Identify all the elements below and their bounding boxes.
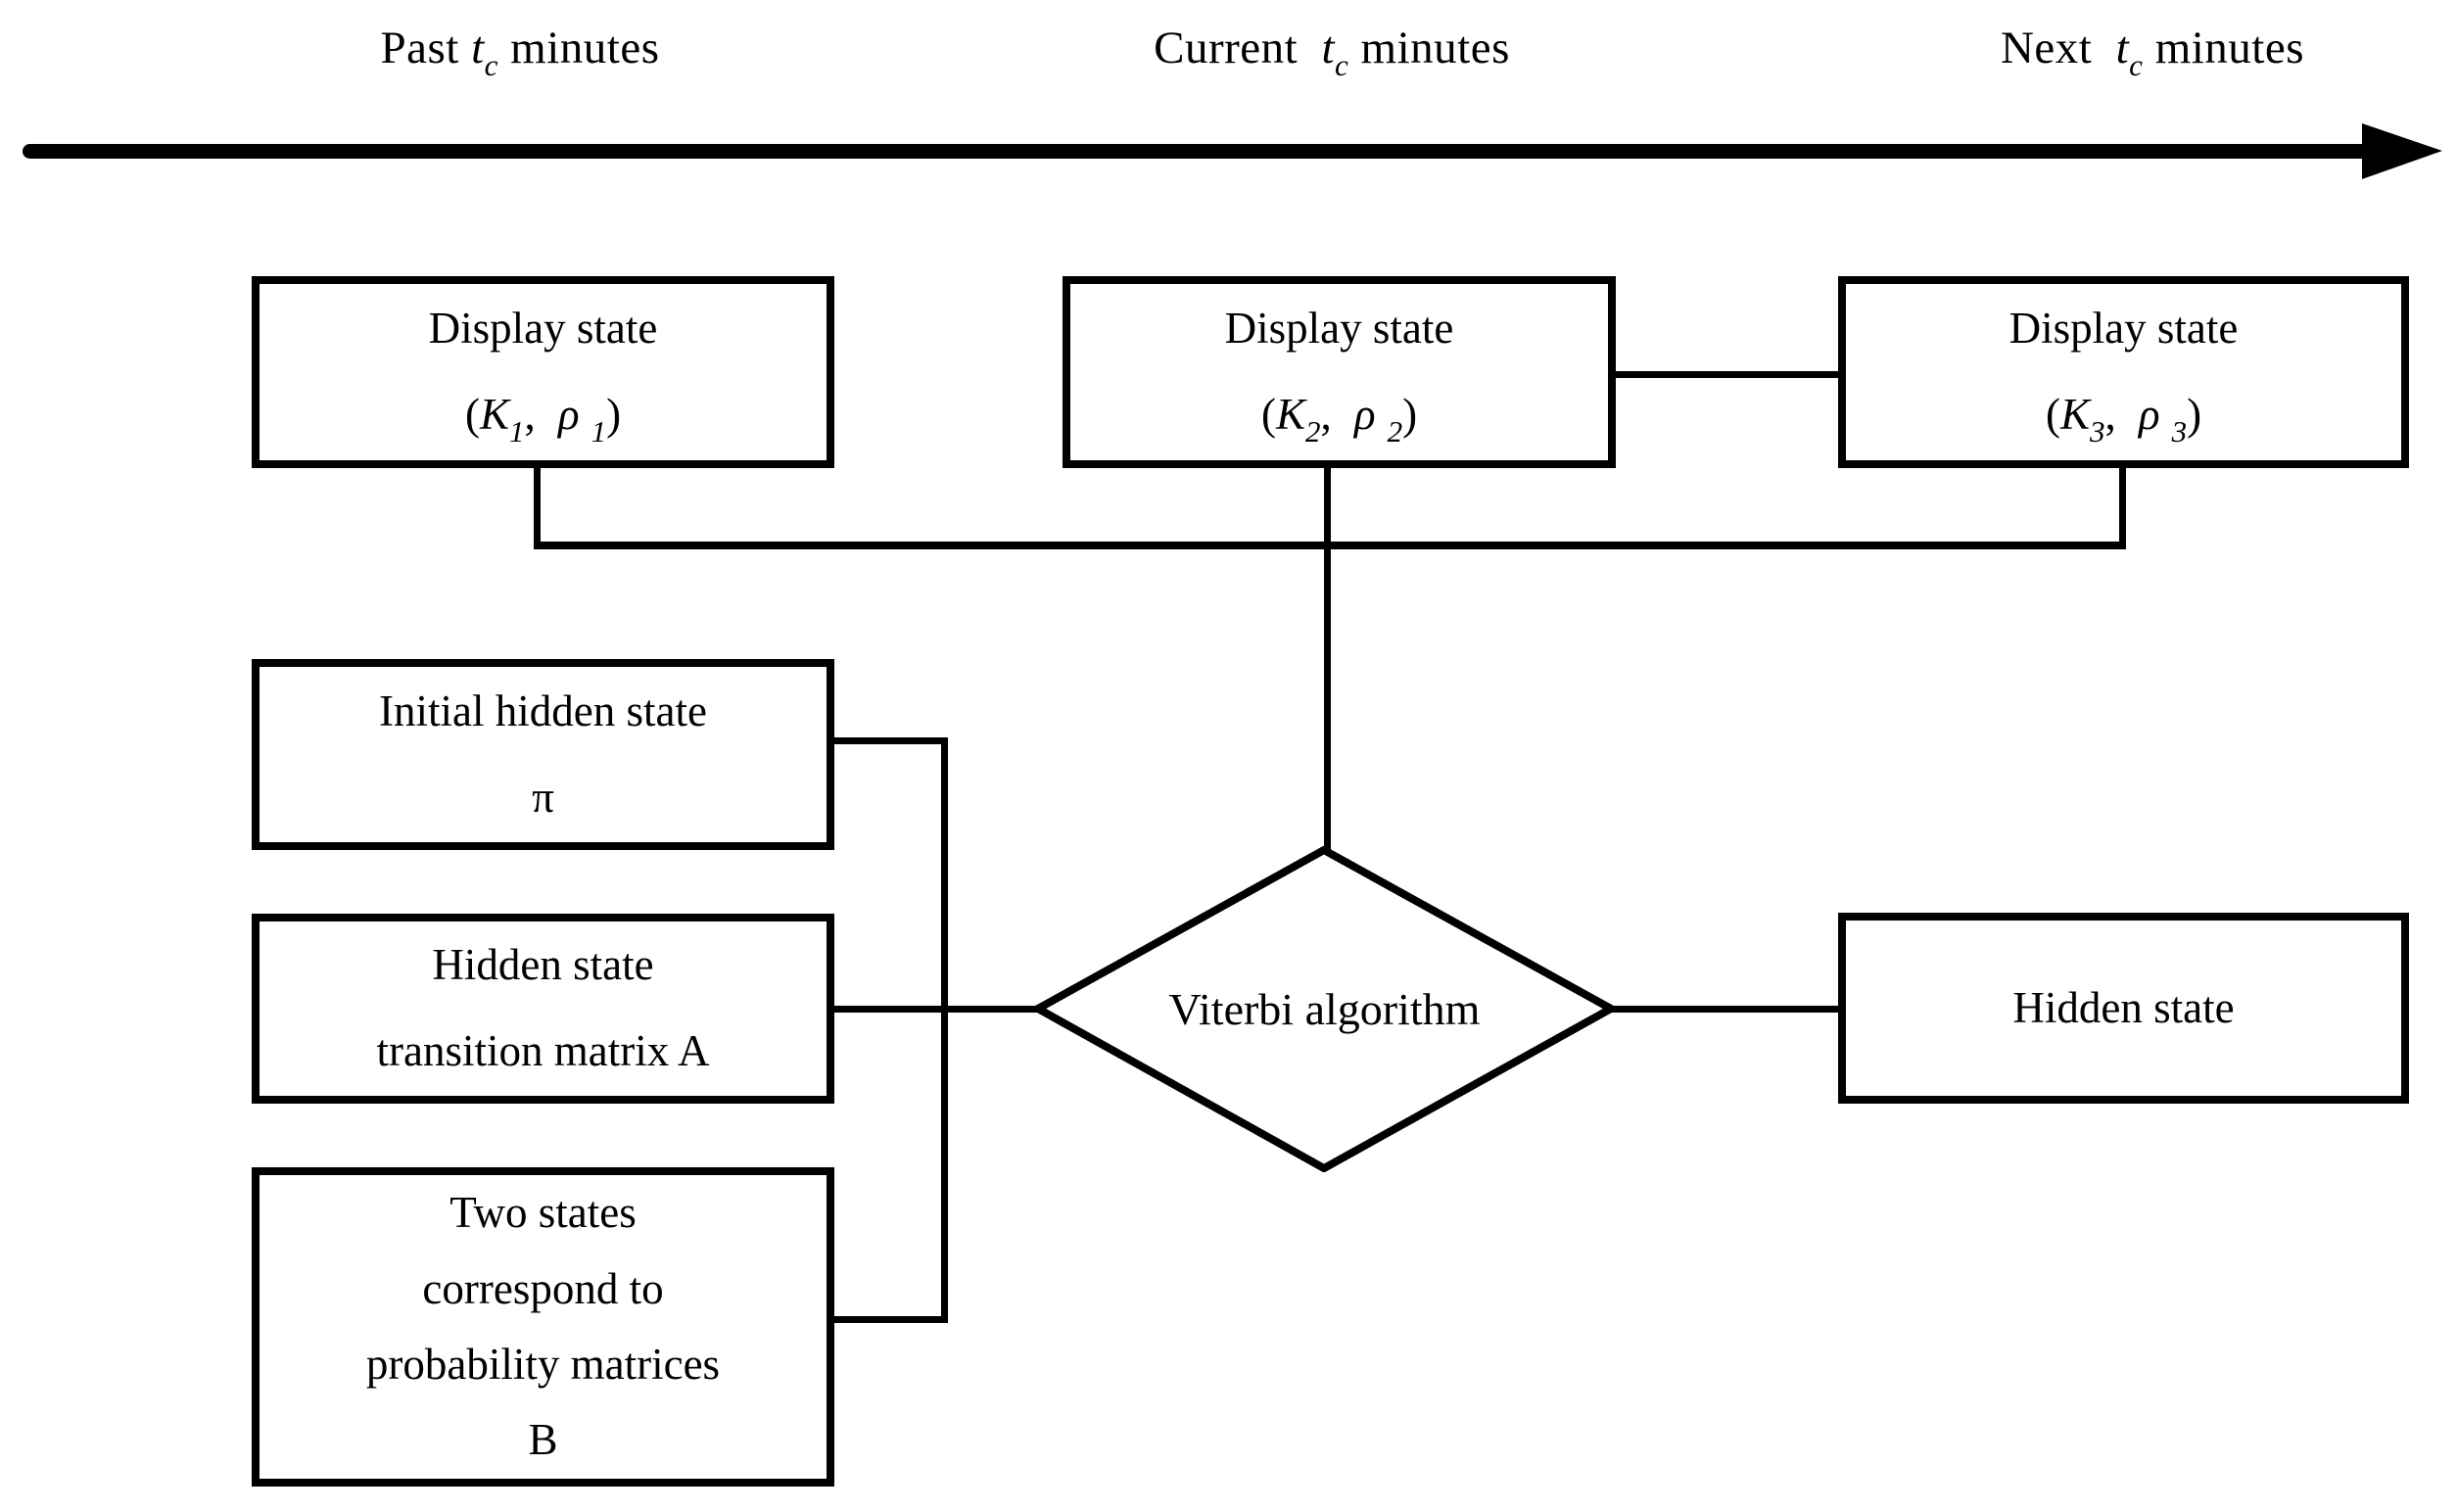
initial-hidden-state-box: Initial hidden state π [252, 659, 834, 850]
label-text: Past [380, 23, 472, 73]
label-subscript-c: c [1335, 48, 1349, 82]
connector-display2-to-diamond [1324, 468, 1331, 856]
hidden-state-output-box: Hidden state [1838, 913, 2409, 1104]
connector-trunk-vertical [941, 737, 948, 1323]
hidden-state-output-label: Hidden state [2012, 982, 2235, 1032]
param-rho: ρ [2138, 390, 2160, 439]
param-comma: , [524, 390, 546, 439]
transition-matrix-box: Hidden state transition matrix A [252, 914, 834, 1104]
param-open-paren: ( [464, 390, 480, 439]
connector-transition-to-diamond [834, 1006, 1042, 1013]
label-variable-t: t [1321, 23, 1336, 73]
connector-display2-display3 [1616, 371, 1838, 378]
label-text: Next [2000, 23, 2104, 73]
param-open-paren: ( [1260, 390, 1276, 439]
probability-matrices-line1: Two states [449, 1188, 637, 1238]
initial-hidden-state-pi: π [532, 772, 554, 822]
param-open-paren: ( [2045, 390, 2060, 439]
display-state-1-title: Display state [428, 304, 658, 354]
timeline-arrow-shaft [23, 144, 2370, 159]
param-k-subscript: 1 [508, 414, 525, 449]
param-k-subscript: 3 [2089, 414, 2105, 449]
param-rho-subscript: 2 [1387, 414, 1403, 449]
param-rho: ρ [557, 390, 580, 439]
param-rho-subscript: 3 [2171, 414, 2188, 449]
connector-emission-to-trunk [834, 1316, 948, 1323]
label-variable-t: t [2115, 23, 2130, 73]
transition-matrix-line2: transition matrix A [376, 1026, 710, 1075]
label-text: minutes [1348, 23, 1510, 73]
label-text: minutes [497, 23, 660, 73]
connector-diamond-to-hidden-state [1607, 1006, 1838, 1013]
connector-display1-drop [534, 468, 541, 549]
param-k-subscript: 2 [1304, 414, 1321, 449]
timeline-arrowhead-icon [2362, 123, 2442, 179]
initial-hidden-state-line1: Initial hidden state [379, 685, 707, 735]
param-rho: ρ [1353, 390, 1376, 439]
param-rho-subscript: 1 [591, 414, 607, 449]
display-state-3-title: Display state [2008, 304, 2239, 354]
timeline-label-past: Past tc minutes [380, 22, 660, 82]
label-text: Current [1154, 23, 1310, 73]
label-variable-t: t [471, 23, 485, 73]
param-k: K [2059, 390, 2090, 439]
connector-initial-to-trunk [834, 737, 945, 744]
param-comma: , [2104, 390, 2127, 439]
param-k: K [1275, 390, 1305, 439]
probability-matrices-line2: correspond to [422, 1263, 664, 1313]
label-text: minutes [2143, 23, 2305, 73]
param-close-paren: ) [1402, 390, 1418, 439]
display-state-2-title: Display state [1224, 304, 1454, 354]
connector-display3-drop [2119, 468, 2126, 549]
param-close-paren: ) [2187, 390, 2202, 439]
viterbi-diamond-label: Viterbi algorithm [1168, 984, 1481, 1034]
param-comma: , [1320, 390, 1343, 439]
timeline-label-current: Current tc minutes [1154, 22, 1510, 82]
probability-matrices-box: Two states correspond to probability mat… [252, 1167, 834, 1487]
param-close-paren: ) [606, 390, 622, 439]
label-subscript-c: c [484, 48, 498, 82]
transition-matrix-line1: Hidden state [432, 940, 654, 990]
param-k: K [479, 390, 509, 439]
viterbi-diamond-shape [1034, 846, 1615, 1172]
timeline-label-next: Next tc minutes [2000, 22, 2305, 82]
label-subscript-c: c [2129, 48, 2144, 82]
probability-matrices-line3: probability matrices [365, 1340, 721, 1389]
probability-matrices-line4: B [528, 1415, 558, 1465]
